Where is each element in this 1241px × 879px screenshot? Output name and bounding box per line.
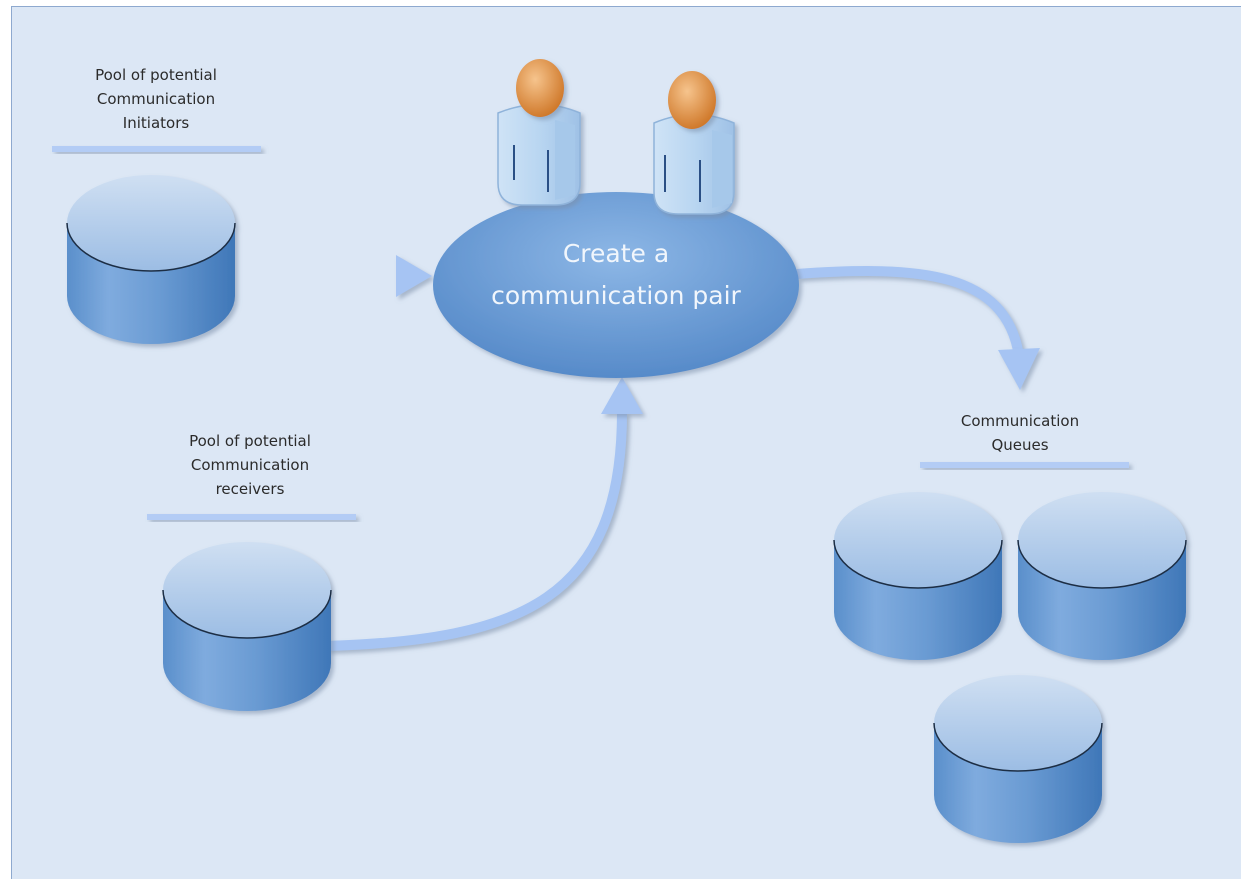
queue-database-icon-3 — [933, 675, 1103, 843]
receivers-label-line: Pool of potential — [189, 432, 311, 450]
create-pair-label: Create a communication pair — [456, 233, 776, 317]
initiators-database-icon — [66, 175, 236, 344]
queue-database-icon-1 — [833, 492, 1003, 660]
create-pair-label-line: Create a — [562, 239, 670, 268]
queues-label: Communication Queues — [920, 409, 1120, 457]
create-pair-ellipse — [433, 192, 799, 378]
queues-underline — [920, 462, 1129, 468]
person-icon — [497, 59, 581, 206]
label-underlines — [52, 146, 1129, 520]
create-pair-label-line: communication pair — [491, 281, 741, 310]
flow-arrows — [246, 255, 1040, 651]
receivers-underline — [147, 514, 356, 520]
receivers-label-line: receivers — [215, 480, 285, 498]
initiators-label: Pool of potential Communication Initiato… — [56, 63, 256, 135]
initiators-underline — [52, 146, 261, 152]
queues-label-line: Queues — [991, 436, 1049, 454]
queues-label-line: Communication — [960, 412, 1080, 430]
arrow-receivers-to-pair — [325, 377, 643, 651]
person-icon — [653, 71, 735, 215]
receivers-database-icon — [162, 542, 332, 711]
initiators-label-line: Communication — [96, 90, 216, 108]
receivers-label-line: Communication — [190, 456, 310, 474]
receivers-label: Pool of potential Communication receiver… — [150, 429, 350, 501]
queue-database-icon-2 — [1017, 492, 1187, 660]
arrow-pair-to-queues — [796, 266, 1040, 390]
initiators-label-line: Pool of potential — [95, 66, 217, 84]
initiators-label-line: Initiators — [122, 114, 190, 132]
arrow-initiators-to-pair — [246, 255, 432, 297]
